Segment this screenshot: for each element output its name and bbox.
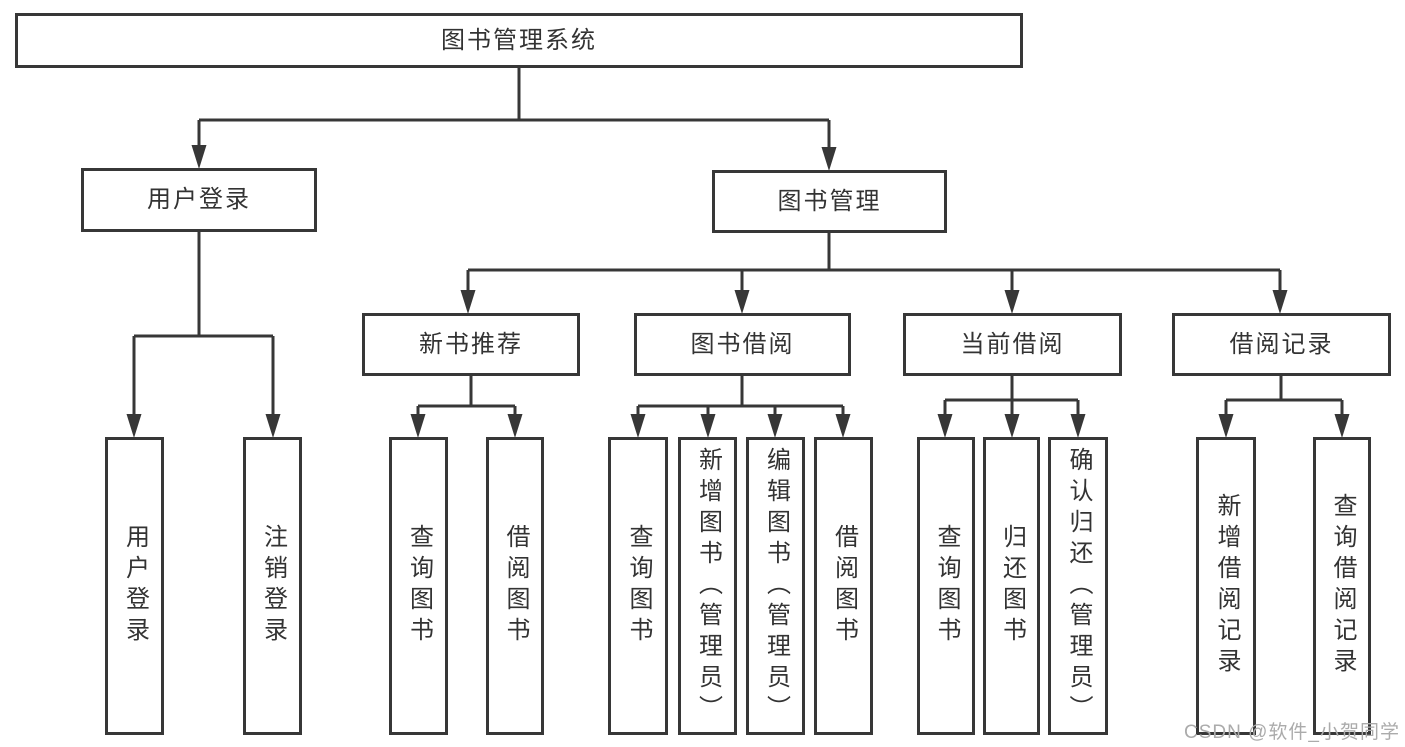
node-label: 图书管理	[777, 187, 882, 215]
node-label: 归还图书	[998, 524, 1026, 648]
leaf-add-borrow-record: 新增借阅记录	[1196, 437, 1256, 735]
leaf-query-books-recommend: 查询图书	[389, 437, 448, 735]
leaf-confirm-return-admin: 确认归还（管理员）	[1048, 437, 1108, 735]
leaf-query-borrow-record: 查询借阅记录	[1313, 437, 1371, 735]
node-label: 查询图书	[625, 524, 652, 648]
leaf-return-books: 归还图书	[983, 437, 1040, 735]
leaf-borrow-books: 借阅图书	[814, 437, 873, 735]
node-borrow-records: 借阅记录	[1172, 313, 1391, 376]
node-label: 借阅记录	[1229, 330, 1334, 358]
node-label: 新增借阅记录	[1213, 493, 1240, 679]
leaf-add-books-admin: 新增图书（管理员）	[678, 437, 737, 735]
csdn-watermark: CSDN @软件_小贺同学	[1184, 722, 1400, 743]
node-user-login: 用户登录	[81, 168, 317, 232]
tree-edges	[132, 68, 1344, 420]
leaf-borrow-books-recommend: 借阅图书	[486, 437, 544, 735]
node-label: 查询借阅记录	[1329, 493, 1356, 679]
node-label: 借阅图书	[502, 524, 529, 648]
node-label: 查询图书	[405, 524, 433, 648]
node-label: 图书借阅	[690, 330, 795, 358]
leaf-logout: 注销登录	[243, 437, 302, 735]
node-label: 用户登录	[147, 186, 251, 213]
node-label: 借阅图书	[830, 524, 858, 648]
node-label: 新书推荐	[419, 330, 523, 358]
node-label: 编辑图书（管理员）	[762, 446, 790, 726]
node-root: 图书管理系统	[15, 13, 1023, 68]
node-label: 注销登录	[259, 524, 287, 648]
node-new-book-recommend: 新书推荐	[362, 313, 580, 376]
node-label: 用户登录	[121, 524, 149, 648]
leaf-query-books-borrow: 查询图书	[608, 437, 668, 735]
node-label: 查询图书	[933, 524, 960, 648]
node-current-borrow: 当前借阅	[903, 313, 1122, 376]
leaf-edit-books-admin: 编辑图书（管理员）	[746, 437, 805, 735]
arrowhead-icons	[126, 145, 1350, 438]
node-label: 新增图书（管理员）	[694, 446, 722, 726]
node-book-management: 图书管理	[712, 170, 947, 233]
node-label: 图书管理系统	[441, 26, 597, 54]
node-label: 确认归还（管理员）	[1065, 446, 1092, 726]
node-label: 当前借阅	[960, 330, 1065, 358]
leaf-query-books-current: 查询图书	[917, 437, 975, 735]
leaf-user-login: 用户登录	[105, 437, 164, 735]
node-book-borrow: 图书借阅	[634, 313, 851, 376]
